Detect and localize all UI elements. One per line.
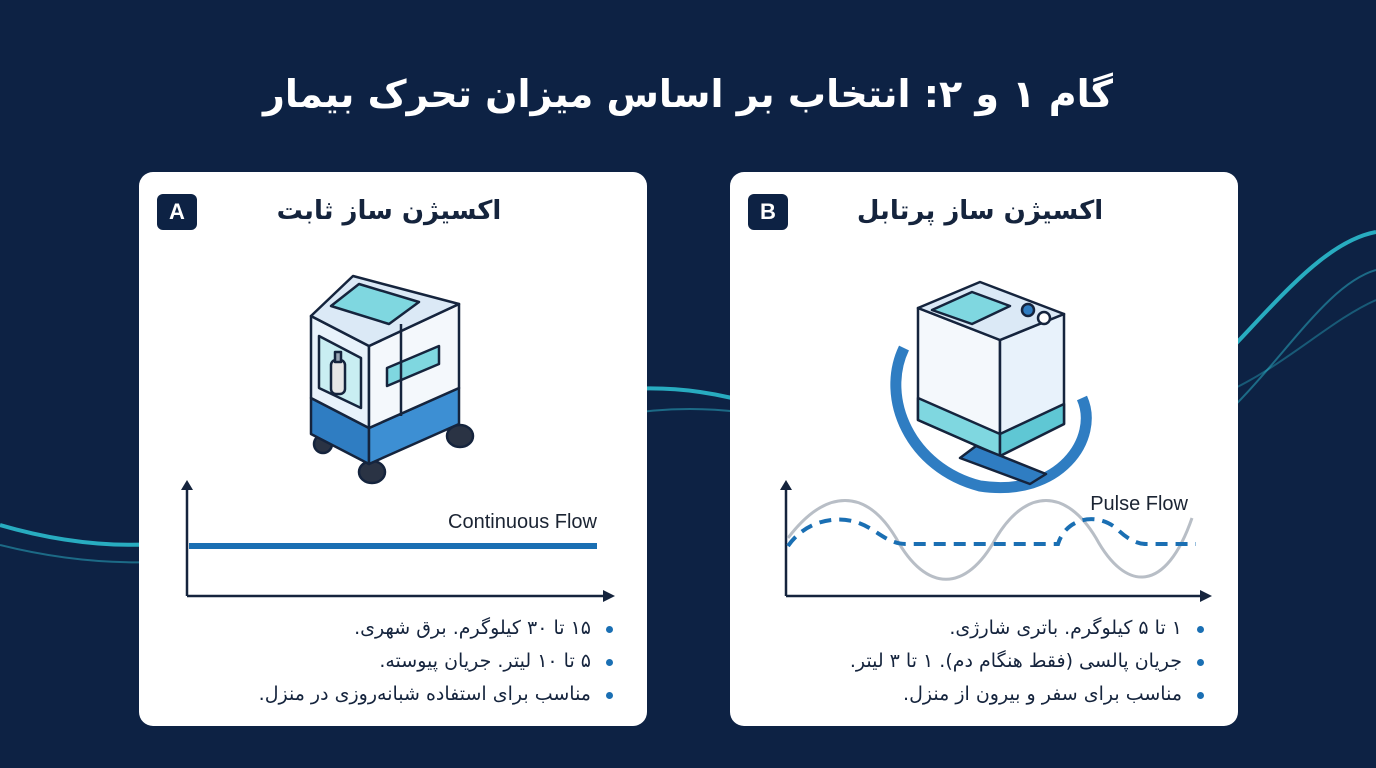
list-item: ۱ تا ۵ کیلوگرم. باتری شارژی.	[766, 612, 1206, 645]
breathing-wave	[786, 499, 1194, 581]
stationary-features-list: ۱۵ تا ۳۰ کیلوگرم. برق شهری. ۵ تا ۱۰ لیتر…	[175, 612, 615, 711]
stationary-concentrator-card: A اکسیژن ساز ثابت Continuous Flow ۱۵ تا	[139, 172, 647, 726]
card-badge-b: B	[748, 194, 788, 230]
continuous-flow-chart: Continuous Flow	[181, 480, 615, 602]
card-title-stationary: اکسیژن ساز ثابت	[276, 196, 502, 226]
list-item: مناسب برای استفاده شبانه‌روزی در منزل.	[175, 678, 615, 711]
card-badge-a: A	[157, 194, 197, 230]
portable-features-list: ۱ تا ۵ کیلوگرم. باتری شارژی. جریان پالسی…	[766, 612, 1206, 711]
card-title-portable: اکسیژن ساز پرتابل	[856, 196, 1104, 226]
stationary-oxygen-concentrator-icon	[309, 274, 475, 485]
chart-label-continuous: Continuous Flow	[448, 511, 598, 533]
list-item: ۵ تا ۱۰ لیتر. جریان پیوسته.	[175, 645, 615, 678]
pulse-flow-line	[786, 517, 1196, 548]
list-item: ۱۵ تا ۳۰ کیلوگرم. برق شهری.	[175, 612, 615, 645]
chart-label-pulse: Pulse Flow	[1090, 493, 1188, 515]
list-item: جریان پالسی (فقط هنگام دم). ۱ تا ۳ لیتر.	[766, 645, 1206, 678]
portable-concentrator-card: B اکسیژن ساز پرتابل Pulse Flow ۱ تا ۵ کی…	[730, 172, 1238, 726]
pulse-flow-chart: Pulse Flow	[780, 480, 1212, 602]
portable-oxygen-concentrator-icon	[890, 280, 1092, 493]
list-item: مناسب برای سفر و بیرون از منزل.	[766, 678, 1206, 711]
page-title: گام ۱ و ۲: انتخاب بر اساس میزان تحرک بیم…	[263, 72, 1113, 116]
